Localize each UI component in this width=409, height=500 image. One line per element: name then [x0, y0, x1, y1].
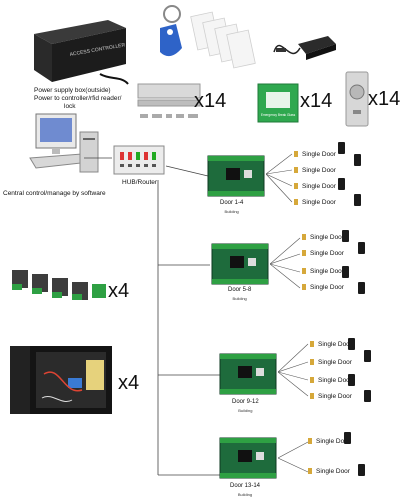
controller-2-door-links — [270, 237, 301, 289]
controller-3-readers — [348, 338, 371, 402]
controller-cabinet-icon — [10, 346, 112, 414]
power-supply-box-icon: ACCESS CONTROLLER — [34, 20, 129, 85]
computer-icon — [29, 113, 99, 173]
pc-caption: Central control/manage by software — [3, 190, 106, 197]
controller-4-readers — [344, 432, 365, 476]
relay-modules-icon — [12, 270, 106, 300]
door-label: Single Door — [316, 438, 350, 445]
door-label: Single Door — [302, 199, 336, 206]
power-box-caption-3: lock — [64, 103, 76, 110]
door-label: Single Door — [310, 234, 344, 241]
usb-card-reader-icon — [273, 36, 336, 60]
controller-3-sub: Building — [238, 407, 253, 413]
exit-button-qty: x14 — [368, 88, 401, 110]
door-label: Single Door — [302, 167, 336, 174]
hub-caption: HUB/Router — [122, 179, 158, 186]
door-label: Single Door — [310, 284, 344, 291]
emergency-break-glass-icon: Emergency Break Glass — [257, 83, 299, 123]
controller-3-name: Door 9-12 — [232, 399, 259, 405]
controller-4-sub: Building — [237, 491, 253, 497]
mag-lock-qty: x14 — [194, 90, 227, 112]
emergency-qty: x14 — [300, 90, 333, 112]
door-label: Single Door — [318, 359, 352, 366]
relay-qty: x4 — [108, 280, 130, 302]
power-box-caption-2: Power to controller/rfid reader/ — [34, 95, 122, 102]
cabinet-qty: x4 — [118, 372, 140, 394]
controller-2-name: Door 5-8 — [228, 287, 252, 293]
door-label: Single Door — [310, 268, 344, 275]
controller-board-1-icon — [207, 155, 265, 197]
controller-2-sub: Building — [232, 295, 247, 301]
magnetic-lock-icon — [137, 83, 201, 118]
controller-1-readers — [338, 142, 361, 206]
door-label: Single Door — [310, 250, 344, 257]
controller-board-2-icon — [211, 243, 269, 285]
exit-button-icon — [345, 71, 369, 127]
controller-1-name: Door 1-4 — [220, 200, 244, 206]
controller-board-4-icon — [219, 437, 277, 479]
rfid-keyfob-icon — [160, 5, 182, 57]
door-label: Single Door — [318, 341, 352, 348]
controller-4-door-links — [278, 441, 309, 473]
controller-board-3-icon — [219, 353, 277, 395]
controller-4-name: Door 13-14 — [230, 483, 261, 489]
hub-router-icon — [113, 145, 165, 175]
rfid-cards-icon — [190, 11, 256, 69]
door-label: Single Door — [318, 393, 352, 400]
door-label: Single Door — [302, 183, 336, 190]
power-box-caption: Power supply box(outside) — [34, 87, 111, 94]
controller-3-door-links — [278, 343, 309, 397]
emergency-text: Emergency Break Glass — [261, 113, 296, 117]
door-label: Single Door — [316, 468, 350, 475]
door-label: Single Door — [302, 151, 336, 158]
controller-1-door-links — [266, 153, 293, 203]
door-label: Single Door — [318, 377, 352, 384]
controller-2-readers — [342, 230, 365, 294]
controller-1-sub: Building — [224, 208, 239, 214]
